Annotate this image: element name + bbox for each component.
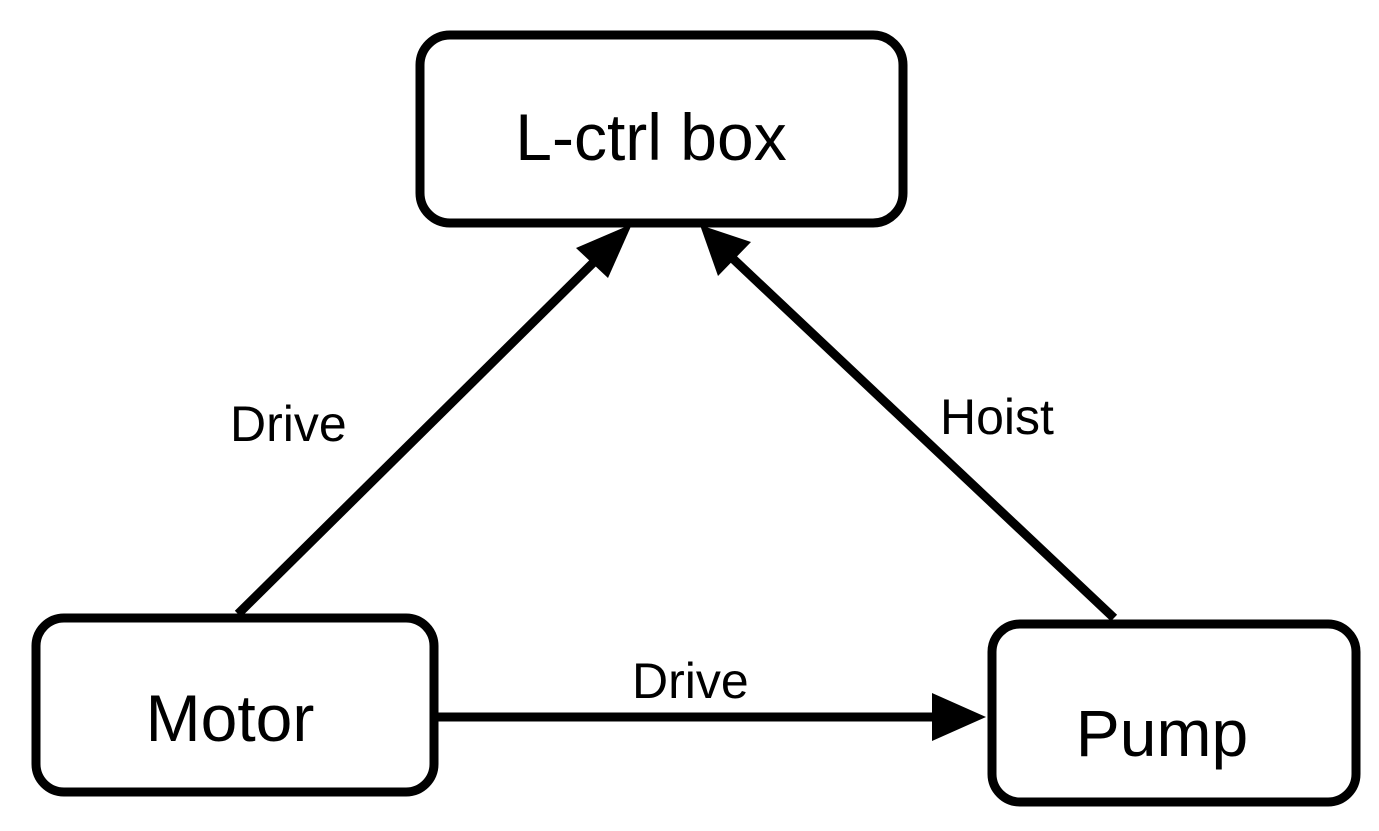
edge-motor-to-pump: Drive [436, 653, 986, 741]
edge-label-pump-lctrl: Hoist [940, 389, 1054, 445]
node-box-motor [31, 613, 439, 797]
edge-line-pump-lctrl [724, 250, 1118, 622]
edge-line-motor-lctrl [234, 248, 608, 618]
arrowhead-motor-pump [932, 693, 986, 741]
node-pump: Pump [987, 619, 1361, 807]
edge-label-motor-pump: Drive [632, 653, 749, 709]
node-lctrl-box: L-ctrl box [415, 30, 908, 228]
arrowhead-motor-lctrl [576, 224, 632, 278]
node-label-pump: Pump [1076, 696, 1248, 770]
node-label-motor: Motor [146, 681, 315, 755]
edge-label-motor-lctrl: Drive [230, 396, 347, 452]
node-box-pump [987, 619, 1361, 807]
edge-motor-to-lctrl: Drive [230, 224, 632, 618]
node-motor: Motor [31, 613, 439, 797]
arrowhead-pump-lctrl [700, 225, 751, 276]
node-box-lctrl [415, 30, 908, 228]
edge-pump-to-lctrl: Hoist [700, 225, 1118, 622]
node-label-lctrl: L-ctrl box [515, 100, 786, 174]
